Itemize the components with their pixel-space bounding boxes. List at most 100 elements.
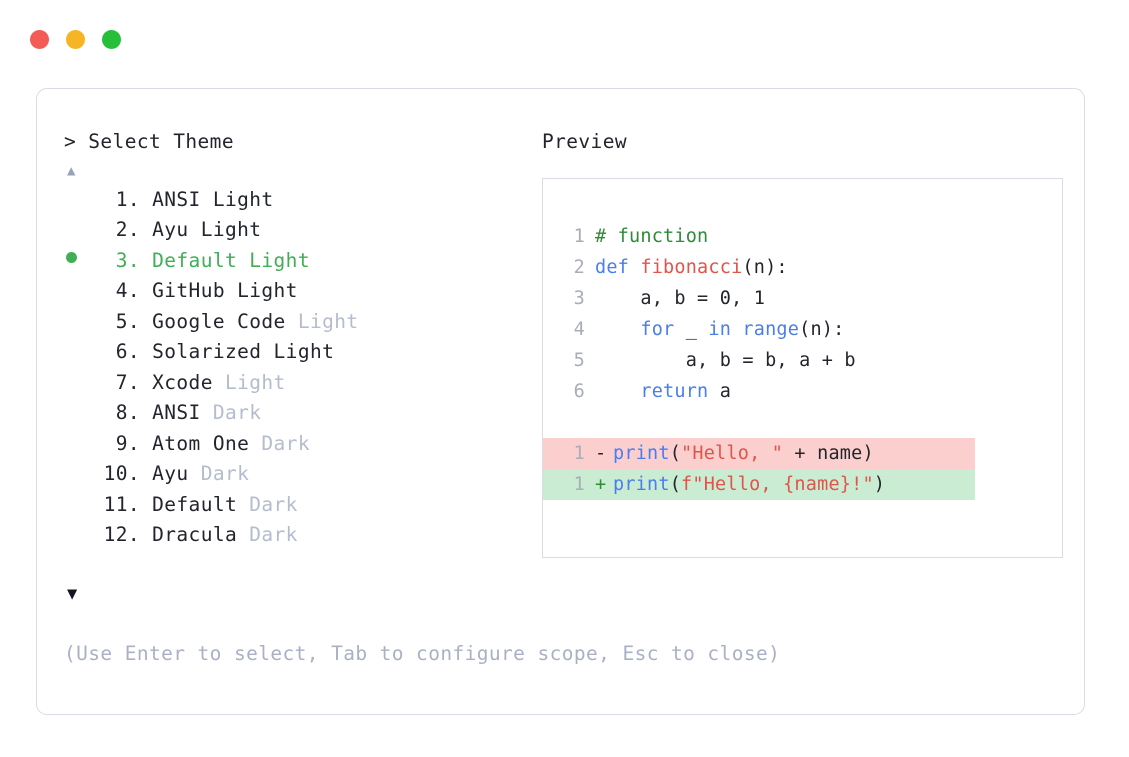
theme-item-name: GitHub xyxy=(152,279,225,302)
code-line-number: 5 xyxy=(573,349,585,371)
diff-line-del: 1-print("Hello, " + name) xyxy=(543,437,975,469)
theme-item-index: 8. xyxy=(115,401,140,424)
theme-item-variant: Light xyxy=(297,309,359,333)
code-line: 5 a, b = b, a + b xyxy=(543,345,1062,376)
diff-line-text: print(f"Hello, {name}!") xyxy=(613,469,885,500)
theme-list-item[interactable]: 3. Default Light xyxy=(64,249,534,280)
theme-item-index: 6. xyxy=(115,340,140,363)
theme-list-item[interactable]: 2. Ayu Light xyxy=(64,218,534,249)
code-line-number: 4 xyxy=(573,318,585,340)
theme-item-index: 5. xyxy=(115,309,140,333)
spacer xyxy=(140,249,152,272)
code-line: 4 for _ in range(n): xyxy=(543,314,1062,345)
spacer xyxy=(140,523,152,546)
theme-item-name: Atom One xyxy=(152,431,250,455)
diff-line-text: print("Hello, " + name) xyxy=(613,438,874,469)
code-token-keyword: in xyxy=(708,318,732,340)
theme-list-item[interactable]: 4. GitHub Light xyxy=(64,279,534,310)
minimize-window-button[interactable] xyxy=(66,30,85,49)
theme-list-item[interactable]: 11. Default Dark xyxy=(64,493,534,524)
theme-list-item[interactable]: 9. Atom One Dark xyxy=(64,432,534,463)
code-token-builtin: print xyxy=(613,473,670,495)
theme-item-name: Ayu xyxy=(152,218,189,241)
prompt-caret-icon: > xyxy=(64,130,77,153)
code-token-keyword: return xyxy=(640,380,709,402)
code-token-plain: ) xyxy=(873,473,886,495)
code-line-text: # function xyxy=(595,221,708,252)
theme-item-index: 2. xyxy=(115,218,140,241)
scroll-up-icon[interactable]: ▲ xyxy=(67,162,76,179)
spacer xyxy=(140,493,152,516)
preview-label: Preview xyxy=(542,130,627,153)
theme-item-index: 7. xyxy=(115,370,140,394)
spacer xyxy=(140,371,152,394)
theme-item-name: Default xyxy=(152,492,238,516)
code-token-plain: (n): xyxy=(799,318,845,340)
spacer xyxy=(201,188,213,211)
code-line-number: 6 xyxy=(573,380,585,402)
code-token-string: "Hello, " xyxy=(681,442,784,464)
theme-list-item[interactable]: 1. ANSI Light xyxy=(64,188,534,219)
code-token-plain: + name) xyxy=(783,442,874,464)
code-token-plain: (n): xyxy=(742,256,788,278)
code-token-plain: a, b = 0, 1 xyxy=(595,287,766,309)
theme-item-variant: Light xyxy=(249,248,310,272)
theme-item-variant: Light xyxy=(200,218,262,241)
theme-item-name: Xcode xyxy=(152,370,213,394)
theme-item-variant: Light xyxy=(224,370,286,394)
close-window-button[interactable] xyxy=(30,30,49,49)
code-token-string: f"Hello, {name}!" xyxy=(681,473,874,495)
diff-sign: - xyxy=(595,442,607,464)
spacer xyxy=(213,371,225,394)
theme-list-item[interactable]: 8. ANSI Dark xyxy=(64,401,534,432)
diff-line-number: 1 xyxy=(573,473,585,495)
spacer xyxy=(261,340,273,363)
diff-line-number: 1 xyxy=(573,442,585,464)
theme-list-item[interactable]: 7. Xcode Light xyxy=(64,371,534,402)
theme-item-index: 4. xyxy=(115,279,140,302)
code-line-number: 2 xyxy=(573,256,585,278)
theme-list-item[interactable]: 5. Google Code Light xyxy=(64,310,534,341)
spacer xyxy=(189,462,201,485)
maximize-window-button[interactable] xyxy=(102,30,121,49)
theme-item-index: 11. xyxy=(103,492,140,516)
spacer xyxy=(140,218,152,241)
theme-item-variant: Dark xyxy=(212,401,262,424)
spacer xyxy=(140,340,152,363)
spacer xyxy=(201,401,213,424)
spacer xyxy=(225,279,237,302)
spacer xyxy=(140,310,152,333)
code-token-plain: ( xyxy=(669,442,682,464)
code-token-func: fibonacci xyxy=(640,256,743,278)
theme-item-name: Ayu xyxy=(152,462,189,485)
code-token-comment: # function xyxy=(595,225,709,247)
theme-list-item[interactable]: 12. Dracula Dark xyxy=(64,523,534,554)
diff-line-add: 1+print(f"Hello, {name}!") xyxy=(543,468,975,500)
code-token-plain xyxy=(595,319,640,340)
spacer xyxy=(140,462,152,485)
theme-item-variant: Dark xyxy=(261,431,310,455)
code-line: 6 return a xyxy=(543,376,1062,407)
code-line-number: 1 xyxy=(573,225,585,247)
code-line-text: return a xyxy=(595,376,731,407)
code-token-plain: a xyxy=(708,380,732,402)
theme-item-name: Solarized xyxy=(152,340,262,363)
theme-list-item[interactable]: 6. Solarized Light xyxy=(64,340,534,371)
theme-item-index: 3. xyxy=(115,248,140,272)
scroll-down-icon[interactable]: ▼ xyxy=(67,584,78,604)
code-token-plain xyxy=(731,319,742,340)
spacer xyxy=(237,523,249,546)
theme-list-item[interactable]: 10. Ayu Dark xyxy=(64,462,534,493)
theme-item-index: 1. xyxy=(115,187,140,211)
code-token-plain xyxy=(595,381,640,402)
spacer xyxy=(249,432,261,455)
window-controls xyxy=(30,30,121,49)
spacer xyxy=(237,249,249,272)
code-line: 3 a, b = 0, 1 xyxy=(543,283,1062,314)
